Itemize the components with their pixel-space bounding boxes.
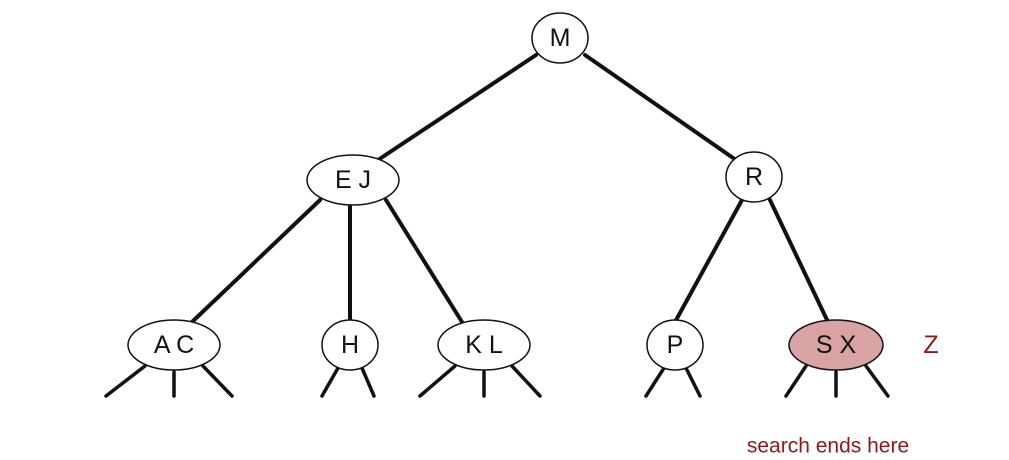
leaf-node-p-keys: P bbox=[667, 331, 684, 359]
null-link-sx-left bbox=[784, 364, 808, 398]
null-link-h-right bbox=[360, 366, 376, 398]
leaf-node-p: P bbox=[646, 319, 704, 371]
root-node: M bbox=[531, 12, 589, 64]
null-link-kl-right bbox=[510, 364, 542, 398]
leaf-node-h-keys: H bbox=[341, 331, 359, 359]
leaf-node-h: H bbox=[321, 319, 379, 371]
edge-r-to-sx bbox=[768, 198, 830, 324]
leaf-node-sx-highlighted: S X bbox=[788, 319, 884, 371]
edge-root-to-left bbox=[376, 53, 538, 162]
null-link-p-left bbox=[644, 366, 666, 398]
edge-r-to-p bbox=[673, 198, 744, 324]
internal-node-ej-keys: E J bbox=[335, 166, 371, 194]
null-link-sx-right bbox=[864, 364, 890, 398]
edge-root-to-right bbox=[583, 53, 738, 162]
edge-ej-to-ac bbox=[190, 198, 322, 324]
internal-node-ej: E J bbox=[306, 154, 400, 206]
internal-node-r-keys: R bbox=[745, 163, 763, 191]
null-link-ac-left bbox=[104, 364, 147, 398]
tree-edges bbox=[190, 53, 830, 324]
root-node-keys: M bbox=[550, 24, 571, 52]
null-link-kl-left bbox=[418, 364, 457, 398]
highlighted-node-shape bbox=[788, 319, 884, 371]
leaf-node-kl: K L bbox=[437, 319, 531, 371]
leaf-node-kl-keys: K L bbox=[465, 331, 503, 359]
search-ends-caption: search ends here bbox=[747, 435, 909, 458]
insert-key-label: Z bbox=[923, 331, 938, 359]
null-link-ac-right bbox=[201, 364, 234, 398]
null-link-h-left bbox=[320, 366, 340, 398]
null-link-p-right bbox=[684, 366, 702, 398]
leaf-node-ac: A C bbox=[127, 319, 221, 371]
leaf-node-sx-keys: S X bbox=[816, 331, 857, 359]
edge-ej-to-kl bbox=[384, 198, 464, 324]
leaf-null-links bbox=[104, 364, 890, 398]
leaf-node-ac-keys: A C bbox=[154, 331, 194, 359]
internal-node-r: R bbox=[725, 151, 783, 203]
